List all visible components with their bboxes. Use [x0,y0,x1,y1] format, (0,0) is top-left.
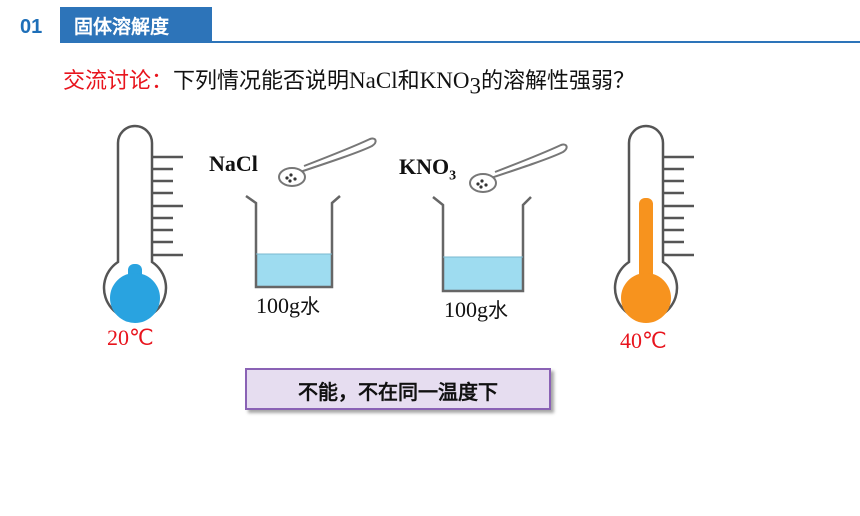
water-label-left: 100g水 [256,290,320,319]
salt-label-kno: KNO [399,154,450,179]
spoon-right-icon [469,143,568,193]
salt-label-kno-sub: 3 [449,168,457,184]
temperature-right: 40℃ [620,328,667,353]
water-amount-left: 100g [256,293,300,318]
section-title-tab: 固体溶解度 [60,7,212,41]
question-kno-sub: 3 [469,73,481,99]
header-divider [60,41,860,43]
section-title: 固体溶解度 [74,16,170,38]
thermometer-left-icon [102,124,183,323]
temperature-left: 20℃ [107,325,154,350]
spoon-left-icon [278,137,377,187]
water-label-right: 100g水 [444,294,508,323]
section-number: 01 [20,16,43,38]
beaker-right-icon [432,196,532,293]
salt-label-nacl: NaCl [209,151,258,176]
answer-text: 不能，不在同一温度下 [298,380,498,404]
discussion-question: 交流讨论：下列情况能否说明NaCl和KNO3的溶解性强弱？ [63,63,635,99]
question-nacl: NaCl [349,68,398,93]
question-text-after: 的溶解性强弱？ [480,69,635,94]
water-char-left: 水 [300,294,320,318]
question-lead: 交流讨论： [63,69,174,94]
question-kno: KNO [419,68,470,93]
water-amount-right: 100g [444,297,488,322]
answer-box: 不能，不在同一温度下 [245,368,551,410]
beaker-left-icon [245,194,341,289]
question-and: 和 [397,69,420,94]
water-char-right: 水 [488,298,508,322]
salt-label-kno3: KNO3 [399,154,456,184]
question-text-before: 下列情况能否说明 [173,69,350,94]
thermometer-right-icon [613,124,694,323]
